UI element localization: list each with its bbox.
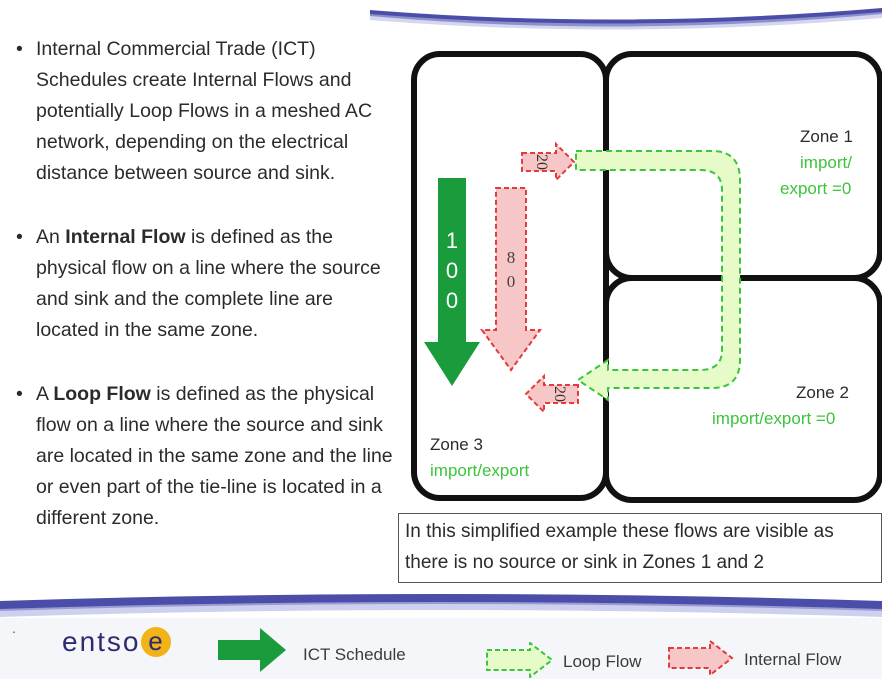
legend-ict-label: ICT Schedule: [303, 645, 406, 664]
footer-dot: .: [12, 620, 16, 636]
zone-diagram: 1 0 0 8 0 20 20 Zone 1 import/ export =0…: [400, 40, 882, 508]
bullet-marker: •: [16, 38, 23, 60]
note-box: In this simplified example these flows a…: [398, 513, 882, 583]
bullet-text: An: [36, 226, 66, 248]
loop-flow-red-top: [521, 141, 576, 183]
loop-flow-path: [575, 150, 741, 402]
internal-digit: 0: [506, 272, 516, 291]
zone1-name: Zone 1: [800, 127, 853, 146]
zone2-import-export: import/export =0: [712, 409, 836, 428]
logo-e-mark: e: [140, 627, 171, 657]
zone3-import-export: import/export: [430, 461, 530, 480]
zone1-import: import/: [800, 153, 852, 172]
legend-internal-arrow-icon: [668, 640, 734, 676]
internal-digit: 8: [506, 248, 516, 267]
bullet-ict: • Internal Commercial Trade (ICT) Schedu…: [14, 34, 399, 189]
bullet-text: is defined as the physical flow on a lin…: [36, 383, 393, 529]
bullet-text: Internal Commercial Trade (ICT) Schedule…: [36, 38, 373, 184]
loop-flow-red-bottom: [524, 373, 579, 415]
loop-bottom-digit: 0: [551, 394, 568, 402]
legend-internal-label: Internal Flow: [744, 650, 842, 669]
ict-value: 1 0 0: [444, 226, 460, 316]
internal-flow-arrow: [480, 187, 542, 372]
legend-loop-label: Loop Flow: [563, 652, 642, 671]
loop-bottom-digit: 2: [551, 386, 568, 394]
loop-top-digit: 0: [533, 162, 550, 170]
bullet-text: is defined as the physical flow on a lin…: [36, 226, 381, 341]
loop-bottom-value: 20: [550, 379, 568, 409]
bullet-loop-flow: • A Loop Flow is defined as the physical…: [14, 379, 399, 534]
loop-top-digit: 2: [533, 154, 550, 162]
bullet-list: • Internal Commercial Trade (ICT) Schedu…: [14, 34, 399, 567]
footer-decorative-bar: [0, 594, 882, 617]
bullet-text: A: [36, 383, 54, 405]
ict-digit: 1: [445, 228, 459, 253]
zone1-export: export =0: [780, 179, 852, 198]
ict-schedule-arrow: [424, 178, 480, 386]
zone-diagram-svg: [411, 51, 882, 503]
bullet-marker: •: [16, 383, 23, 405]
ict-digit: 0: [445, 288, 459, 313]
bullet-term: Internal Flow: [65, 226, 186, 248]
ict-digit: 0: [445, 258, 459, 283]
internal-value: 8 0: [503, 246, 519, 294]
zone3-name: Zone 3: [430, 435, 483, 454]
bullet-term: Loop Flow: [53, 383, 151, 405]
top-decorative-bar: [370, 8, 882, 30]
legend-loop-arrow-icon: [486, 642, 554, 678]
bullet-marker: •: [16, 226, 23, 248]
legend-ict-arrow-icon: [218, 628, 286, 672]
logo-text: entso: [62, 626, 141, 657]
bullet-internal-flow: • An Internal Flow is defined as the phy…: [14, 222, 399, 346]
loop-top-value: 20: [532, 147, 550, 177]
zone2-name: Zone 2: [796, 383, 849, 402]
